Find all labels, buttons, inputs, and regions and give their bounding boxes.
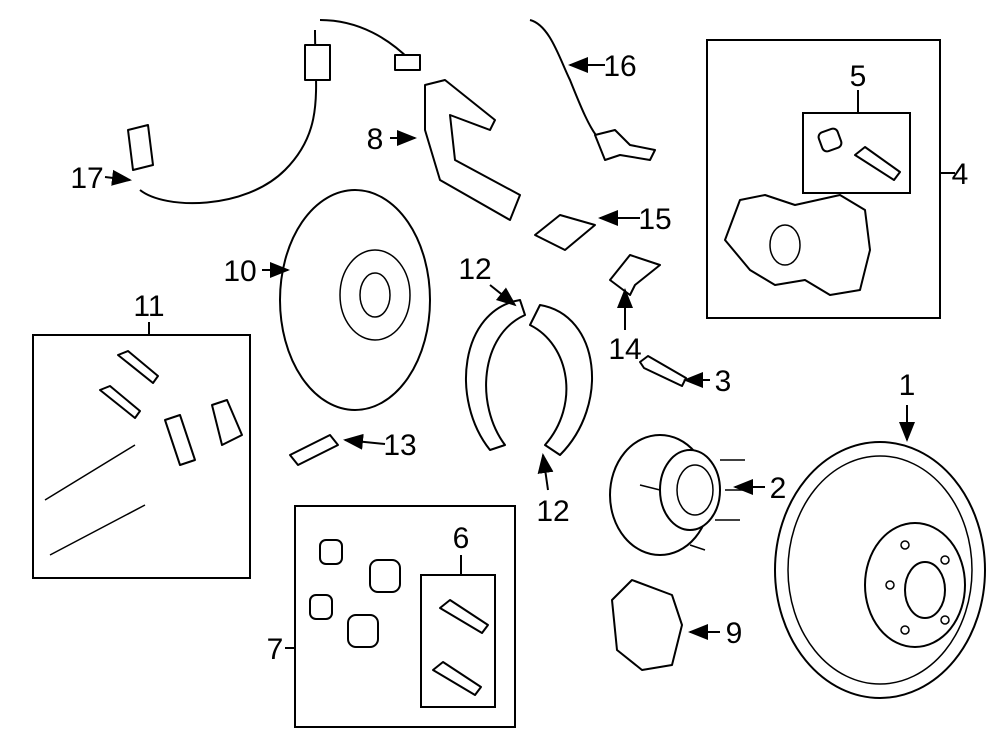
callout-6: 6 bbox=[453, 522, 470, 555]
callout-8: 8 bbox=[367, 123, 384, 156]
callout-7: 7 bbox=[267, 633, 284, 666]
brake-pads bbox=[611, 579, 683, 671]
caliper-bolt bbox=[639, 355, 687, 387]
callout-3: 3 bbox=[715, 365, 732, 398]
caliper-bolt-kit bbox=[817, 127, 901, 181]
wheel-hub bbox=[609, 434, 750, 556]
brake-hose bbox=[127, 19, 421, 205]
adjuster bbox=[289, 434, 339, 466]
brake-shoes bbox=[465, 299, 593, 456]
hardware-kit-box bbox=[32, 334, 251, 579]
brake-shield-bracket bbox=[424, 79, 521, 221]
callout-11: 11 bbox=[133, 290, 164, 323]
brake-rotor bbox=[774, 441, 986, 699]
callout-1: 1 bbox=[899, 369, 916, 402]
guide-pin-kit-box bbox=[420, 574, 496, 708]
backing-plate bbox=[279, 189, 431, 411]
callout-12-bottom: 12 bbox=[536, 495, 569, 528]
caliper-repair-kit-box bbox=[294, 505, 516, 728]
callout-13: 13 bbox=[383, 429, 416, 462]
callout-9: 9 bbox=[726, 617, 743, 650]
parking-brake-lever bbox=[609, 254, 661, 296]
leader-lines bbox=[104, 57, 955, 649]
callout-10: 10 bbox=[223, 255, 256, 288]
callout-5: 5 bbox=[850, 60, 867, 93]
caliper-repair-kit bbox=[309, 539, 401, 648]
guide-pins bbox=[432, 599, 489, 696]
callout-12-top: 12 bbox=[458, 253, 491, 286]
callout-17: 17 bbox=[70, 162, 103, 195]
callout-15: 15 bbox=[638, 203, 671, 236]
abs-sensor bbox=[529, 19, 656, 161]
caliper-assembly-box bbox=[706, 39, 941, 319]
brake-caliper bbox=[724, 194, 871, 296]
brake-spring-clip bbox=[534, 214, 596, 251]
hardware-kit bbox=[44, 350, 243, 556]
caliper-bolt-kit-box bbox=[802, 112, 911, 194]
callout-4: 4 bbox=[952, 158, 969, 191]
callout-2: 2 bbox=[770, 472, 787, 505]
callout-14: 14 bbox=[608, 333, 641, 366]
callout-16: 16 bbox=[603, 50, 636, 83]
